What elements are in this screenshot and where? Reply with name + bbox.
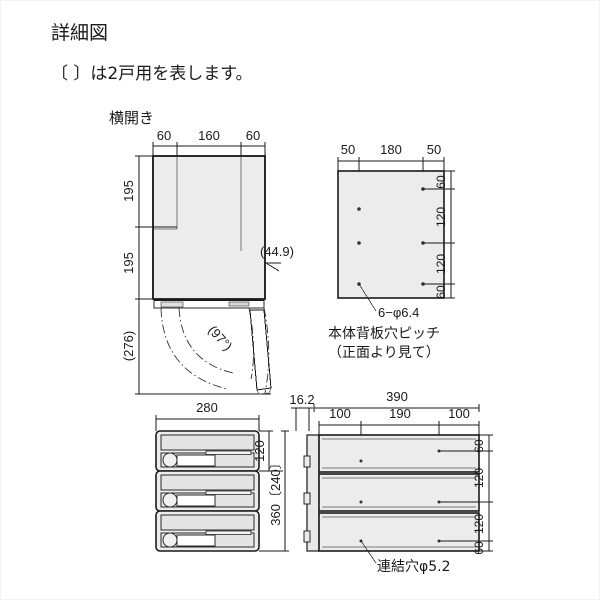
side-open-left-dimensions: 195 195 (276) — [121, 155, 271, 395]
side-open-top-dimensions: 60 160 60 — [152, 128, 266, 251]
dim-front-width: 280 — [196, 400, 218, 415]
side-connector-holes — [359, 449, 487, 543]
view-front: 280 — [155, 392, 315, 552]
hole-marker — [357, 241, 361, 245]
front-depth-dimension: 16.2 — [289, 392, 315, 431]
hole-marker — [359, 500, 363, 504]
dim-side-right-4: 60 — [472, 541, 486, 555]
side-top-dimensions: 100 190 100 — [318, 406, 480, 461]
dim-side-top-2: 190 — [389, 406, 411, 421]
front-height-dimensions: 120 360〔240〕 — [252, 430, 289, 552]
back-plate-caption-line1: 本体背板穴ピッチ — [328, 326, 440, 342]
side-right-dimensions: 60 120 120 60 — [472, 434, 493, 555]
dim-side-open-top-2: 160 — [198, 128, 220, 143]
back-plate-hole-callout: 6−φ6.4 — [358, 283, 419, 320]
connector-tab — [303, 530, 311, 543]
dim-side-right-2: 120 — [472, 468, 486, 488]
label-back-plate-holes: 6−φ6.4 — [378, 305, 419, 320]
side-hole-callout: 連結穴φ5.2 — [360, 540, 451, 575]
dim-back-plate-right-4: 60 — [434, 285, 448, 299]
side-open-door-closed — [153, 298, 265, 309]
side-unit — [318, 473, 480, 512]
dim-front-depth: 16.2 — [289, 392, 314, 407]
dim-side-open-top-3: 60 — [246, 128, 260, 143]
side-open-body-fill — [154, 157, 264, 298]
connector-tab — [303, 492, 311, 505]
connector-tab — [303, 455, 311, 468]
front-unit — [155, 470, 260, 512]
dim-back-plate-top-2: 180 — [380, 142, 402, 157]
dim-back-plate-right-1: 60 — [434, 175, 448, 189]
side-open-angle-annotation: (97°) — [205, 322, 235, 353]
dim-side-open-left-1: 195 — [121, 180, 136, 202]
side-open-swing-arcs — [160, 307, 270, 394]
front-unit — [155, 510, 260, 552]
front-units — [155, 430, 260, 552]
dim-front-unit-height: 120 — [252, 440, 267, 462]
dim-side-open-left-2: 195 — [121, 252, 136, 274]
side-open-right-dimension: (44.9) — [260, 244, 294, 272]
dim-side-right-1: 60 — [472, 439, 486, 453]
dim-side-open-left-3: (276) — [121, 331, 136, 361]
side-units — [318, 434, 480, 552]
back-plate-right-dimensions: 60 120 120 60 — [434, 170, 455, 299]
view-side: 390 100 190 100 — [303, 389, 493, 575]
back-plate-caption-line2: （正面より見て） — [328, 345, 440, 361]
back-plate-holes — [357, 187, 449, 286]
dim-side-right-3: 120 — [472, 514, 486, 534]
dim-side-top-3: 100 — [448, 406, 470, 421]
back-plate-body — [337, 170, 445, 299]
side-unit — [318, 512, 480, 552]
side-edge-profile — [303, 434, 320, 552]
dim-side-open-angle: (97°) — [205, 322, 235, 353]
dim-back-plate-top-3: 50 — [427, 142, 441, 157]
side-unit — [318, 434, 480, 473]
dim-back-plate-top-1: 50 — [341, 142, 355, 157]
dim-side-overall: 390 — [386, 389, 408, 404]
dim-side-open-top-1: 60 — [157, 128, 171, 143]
side-overall-dimension: 390 — [313, 389, 480, 412]
front-unit — [155, 430, 260, 472]
side-open-door-leaf — [249, 309, 272, 395]
hole-marker — [357, 207, 361, 211]
label-side-connector-holes: 連結穴φ5.2 — [377, 559, 451, 575]
page-title: 詳細図 — [51, 22, 108, 44]
dim-back-plate-right-2: 120 — [434, 207, 448, 227]
view-side-open-label: 横開き — [109, 109, 154, 127]
dim-front-total-height: 360〔240〕 — [268, 456, 283, 525]
dim-back-plate-right-3: 120 — [434, 254, 448, 274]
view-back-plate: 50 180 50 — [328, 142, 455, 361]
dim-side-top-1: 100 — [329, 406, 351, 421]
hole-marker — [359, 459, 363, 463]
bracket-note: 〔 〕は2戸用を表します。 — [51, 64, 253, 84]
dim-side-open-right: (44.9) — [260, 244, 294, 259]
front-width-dimension: 280 — [155, 400, 260, 431]
back-plate-top-dimensions: 50 180 50 — [337, 142, 445, 209]
view-side-open: 横開き 60 160 60 — [109, 109, 294, 395]
